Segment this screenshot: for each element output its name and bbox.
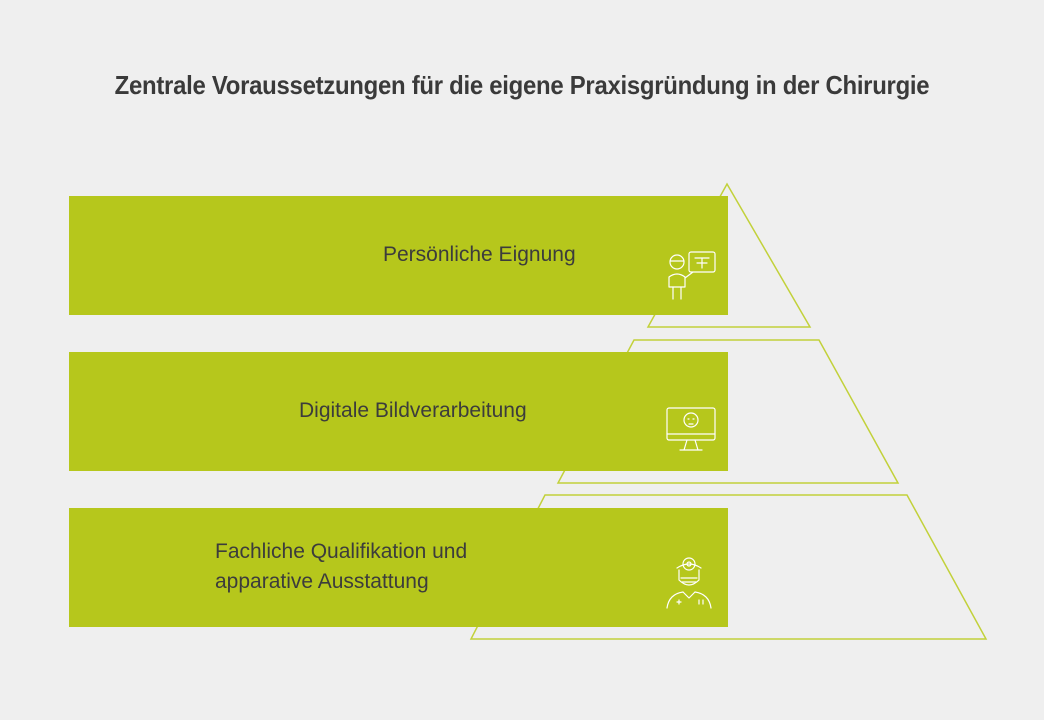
level-label: Persönliche Eignung (383, 243, 576, 266)
surgeon-icon (666, 557, 712, 609)
level-fachliche-qualifikation: Fachliche Qualifikation und apparative A… (69, 508, 728, 627)
level-label: Digitale Bildverarbeitung (299, 399, 527, 422)
doctor-presentation-icon (668, 251, 716, 300)
monitor-xray-icon (666, 407, 716, 451)
diagram-title: Zentrale Voraussetzungen für die eigene … (114, 70, 930, 100)
level-label: Fachliche Qualifikation und apparative A… (215, 540, 468, 593)
level-digitale-bildverarbeitung: Digitale Bildverarbeitung (69, 352, 728, 471)
level-persoenliche-eignung: Persönliche Eignung (69, 196, 728, 315)
